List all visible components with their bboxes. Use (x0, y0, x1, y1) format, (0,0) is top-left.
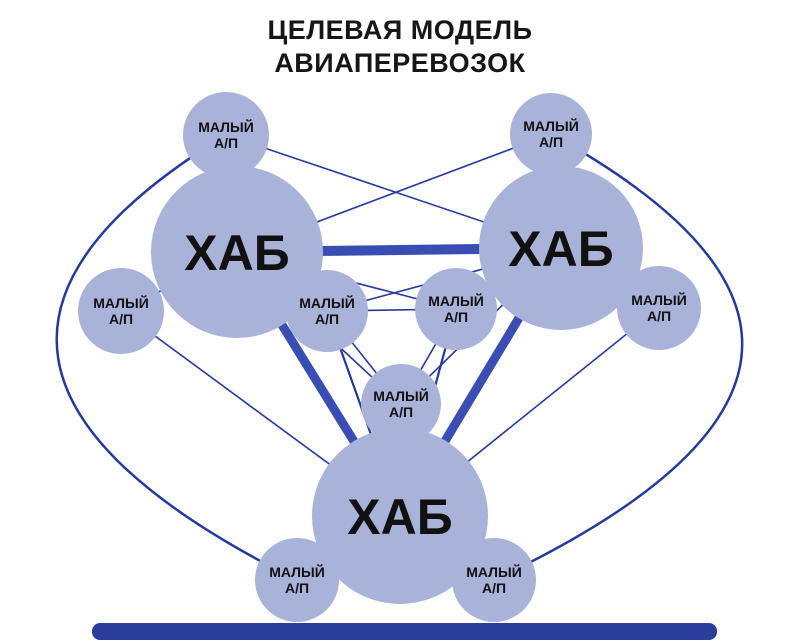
small-center-circle (361, 364, 441, 444)
small-mid-left-circle (286, 270, 368, 352)
hub-bottom-label: ХАБ (347, 489, 452, 545)
small-far-left-circle (78, 268, 164, 354)
route-arc-small-top-right-small-bottom-right (493, 132, 744, 582)
hub-left-circle (151, 166, 323, 338)
route-arc-small-top-left-small-bottom-left (55, 133, 298, 582)
hub-left-label: ХАБ (184, 225, 289, 281)
small-mid-right-circle (415, 268, 497, 350)
small-top-left-circle (183, 92, 269, 178)
small-bottom-left-circle (255, 538, 339, 622)
small-bottom-right-circle (452, 538, 536, 622)
figure-title: ЦЕЛЕВАЯ МОДЕЛЬ АВИАПЕРЕВОЗОК (0, 14, 800, 80)
small-far-right-circle (617, 266, 701, 350)
figure-title-line1: ЦЕЛЕВАЯ МОДЕЛЬ (267, 15, 533, 45)
hub-right-circle (479, 166, 643, 330)
figure-title-line2: АВИАПЕРЕВОЗОК (274, 48, 526, 78)
hub-right-label: ХАБ (508, 221, 613, 277)
hub-bottom-circle (312, 428, 488, 604)
bottom-bar (92, 623, 717, 640)
small-top-right-circle (510, 93, 592, 175)
